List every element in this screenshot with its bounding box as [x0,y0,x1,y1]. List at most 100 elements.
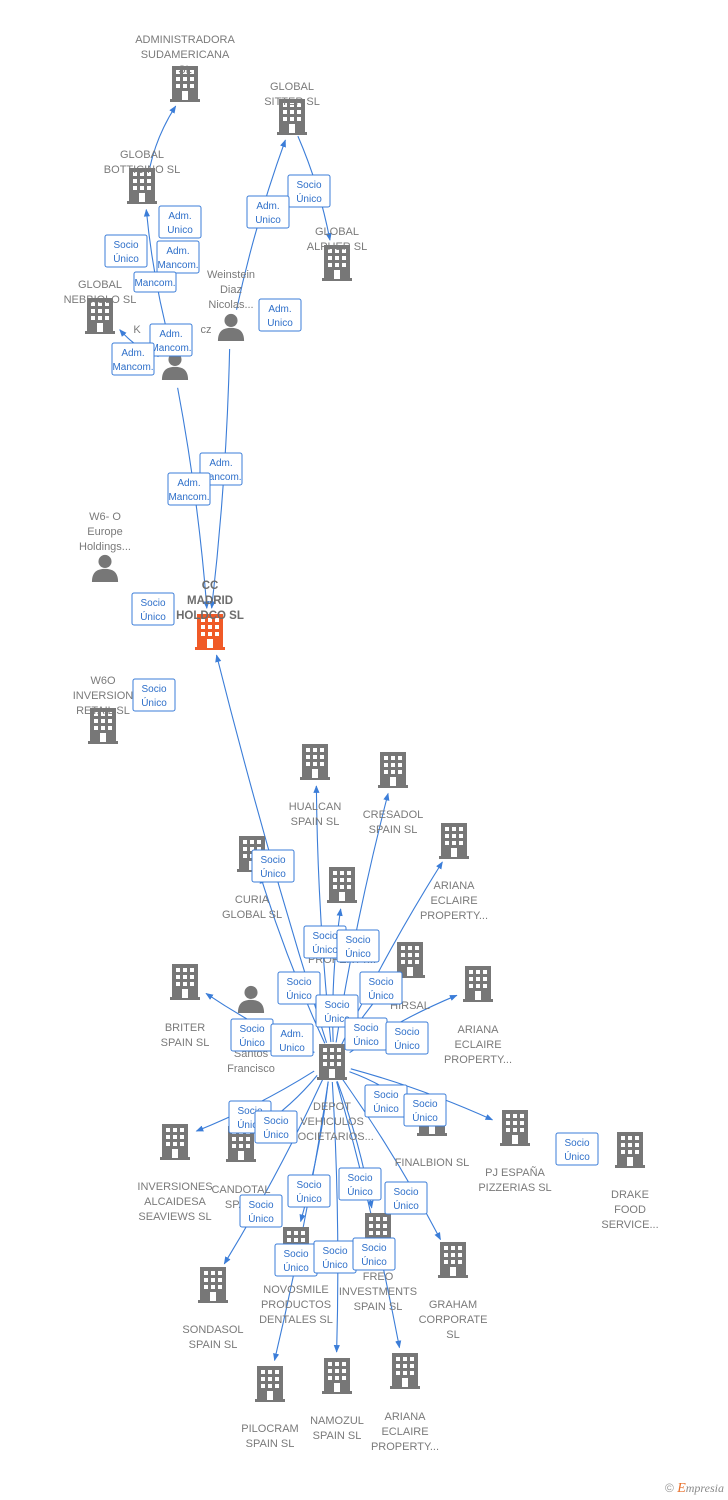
building-icon[interactable] [300,744,330,780]
building-icon[interactable] [322,1358,352,1394]
badge-box[interactable] [254,1110,298,1144]
relation-badge-b6[interactable]: Mancom. [133,271,177,293]
node-ariana3[interactable]: ARIANAECLAIREPROPERTY... [371,1353,439,1453]
building-icon[interactable] [438,1242,468,1278]
building-icon[interactable] [390,1353,420,1389]
relation-badge-b7[interactable]: Adm.Unico [258,298,302,332]
node-ariana1[interactable]: ARIANAECLAIREPROPERTY... [420,823,488,922]
building-icon[interactable] [439,823,469,859]
building-icon[interactable] [160,1124,190,1160]
building-icon[interactable] [463,966,493,1002]
badge-box[interactable] [104,234,148,268]
badge-box[interactable] [403,1093,447,1127]
building-icon[interactable] [378,752,408,788]
building-icon[interactable] [500,1110,530,1146]
building-icon[interactable] [317,1044,347,1080]
relation-badge-b9[interactable]: Adm.Mancom. [111,342,155,376]
badge-box[interactable] [156,240,200,274]
badge-box[interactable] [158,205,202,239]
badge-box[interactable] [555,1132,599,1166]
badge-box[interactable] [167,472,211,506]
building-icon[interactable] [255,1366,285,1402]
badge-box[interactable] [270,1023,314,1057]
badge-box[interactable] [336,929,380,963]
badge-box[interactable] [111,342,155,376]
badge-box[interactable] [287,1174,331,1208]
badge-box[interactable] [246,195,290,229]
relation-badge-b22[interactable]: Adm.Unico [270,1023,314,1057]
badge-box[interactable] [131,592,175,626]
badge-box[interactable] [384,1181,428,1215]
relation-badge-b11[interactable]: Adm.Mancom. [167,472,211,506]
badge-box[interactable] [149,323,193,357]
person-icon[interactable] [217,313,245,341]
building-icon[interactable] [198,1267,228,1303]
relation-badge-b8[interactable]: Adm.Mancom. [149,323,193,357]
badge-box[interactable] [359,971,403,1005]
person-icon[interactable] [161,352,189,380]
badge-box[interactable] [385,1021,429,1055]
badge-box[interactable] [251,849,295,883]
badge-box[interactable] [352,1237,396,1271]
badge-box[interactable] [338,1167,382,1201]
node-w6_europe[interactable]: W6- OEuropeHoldings... [79,511,131,582]
badge-box[interactable] [258,298,302,332]
building-icon[interactable] [615,1132,645,1168]
node-depot[interactable]: DEPOTVEHICULOSSOCIETARIOS... [290,1044,374,1143]
person-icon[interactable] [237,985,265,1013]
node-finalbion[interactable]: FINALBION SL [395,1100,470,1169]
relation-badge-b2[interactable]: Adm.Unico [158,205,202,239]
relation-badge-b3[interactable]: Adm.Unico [246,195,290,229]
badge-box[interactable] [287,174,331,208]
building-icon[interactable] [327,867,357,903]
node-ariana2[interactable]: ARIANAECLAIREPROPERTY... [444,966,512,1066]
person-icon[interactable] [91,554,119,582]
badge-box[interactable] [133,271,177,293]
badge-box[interactable] [239,1194,283,1228]
relation-badge-b5[interactable]: Adm.Mancom. [156,240,200,274]
building-icon[interactable] [170,964,200,1000]
